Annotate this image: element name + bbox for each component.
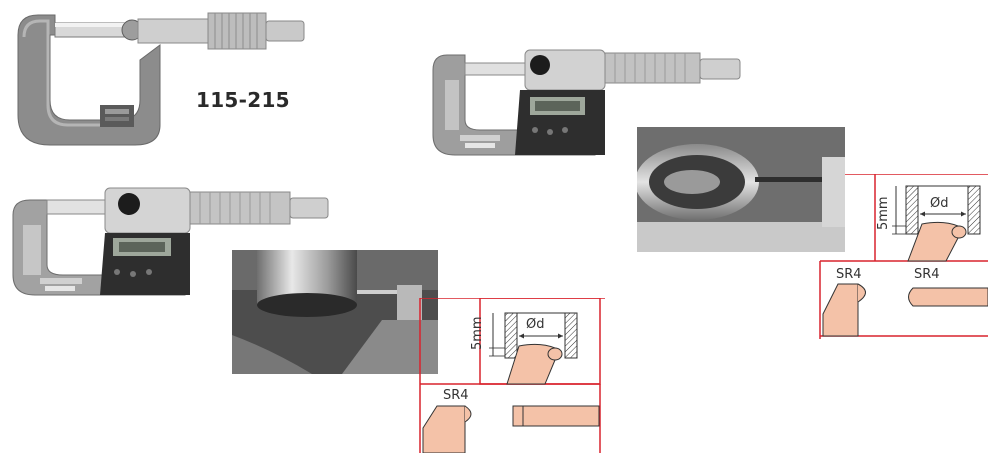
spindle-rod-shape xyxy=(909,288,988,306)
radius-label: SR4 xyxy=(443,388,469,403)
tube-wall-left xyxy=(505,313,517,358)
tube-wall-left xyxy=(906,186,918,234)
mechanical-micrometer-image xyxy=(10,5,310,150)
radius-label-right: SR4 xyxy=(914,267,940,282)
diameter-label: Ød xyxy=(930,196,948,211)
tube-diagram-right: 5mm Ød SR4 SR4 xyxy=(818,174,988,339)
tube-diagram-bottom: 5mm Ød SR4 xyxy=(415,298,605,453)
depth-label: 5mm xyxy=(876,196,891,230)
spindle-rod-shape xyxy=(513,406,599,426)
radius-label-left: SR4 xyxy=(836,267,862,282)
depth-label: 5mm xyxy=(470,316,485,350)
tube-wall-right xyxy=(968,186,980,234)
tube-measurement-photo-right xyxy=(637,127,845,252)
spherical-anvil-shape xyxy=(423,406,465,453)
model-number-label: 115-215 xyxy=(196,88,290,112)
tube-wall-right xyxy=(565,313,577,358)
diameter-label: Ød xyxy=(526,317,544,332)
tube-measurement-photo-bottom xyxy=(232,250,438,374)
spherical-anvil-shape xyxy=(823,284,858,336)
